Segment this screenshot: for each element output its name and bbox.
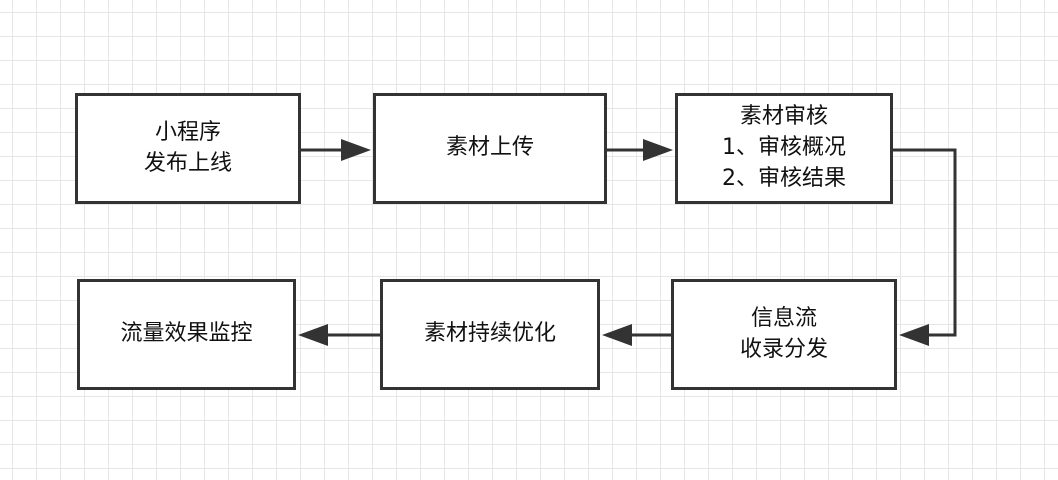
node-optimize-line-1: 素材持续优化 <box>423 321 556 347</box>
node-upload: 素材上传 <box>373 93 607 204</box>
node-review-line-2: 1、审核概况 <box>722 135 846 161</box>
node-feed: 信息流 收录分发 <box>671 279 897 390</box>
node-optimize: 素材持续优化 <box>380 279 600 390</box>
node-review-line-1: 素材审核 <box>739 104 828 130</box>
arrow-review-to-feed <box>893 148 957 346</box>
node-publish-line-2: 发布上线 <box>143 150 232 176</box>
node-upload-line-1: 素材上传 <box>445 135 534 161</box>
arrow-feed-to-optimize <box>602 324 671 346</box>
node-monitor: 流量效果监控 <box>77 279 296 390</box>
arrow-upload-to-review <box>607 139 673 161</box>
arrow-optimize-to-monitor <box>298 324 380 346</box>
node-monitor-line-1: 流量效果监控 <box>120 321 253 347</box>
node-publish-line-1: 小程序 <box>154 119 221 145</box>
node-review-line-3: 2、审核结果 <box>722 165 846 191</box>
node-publish: 小程序 发布上线 <box>75 93 301 204</box>
node-feed-line-2: 收录分发 <box>739 336 828 362</box>
node-review: 素材审核 1、审核概况 2、审核结果 <box>675 93 893 204</box>
node-feed-line-1: 信息流 <box>750 305 817 331</box>
arrow-publish-to-upload <box>301 139 371 161</box>
